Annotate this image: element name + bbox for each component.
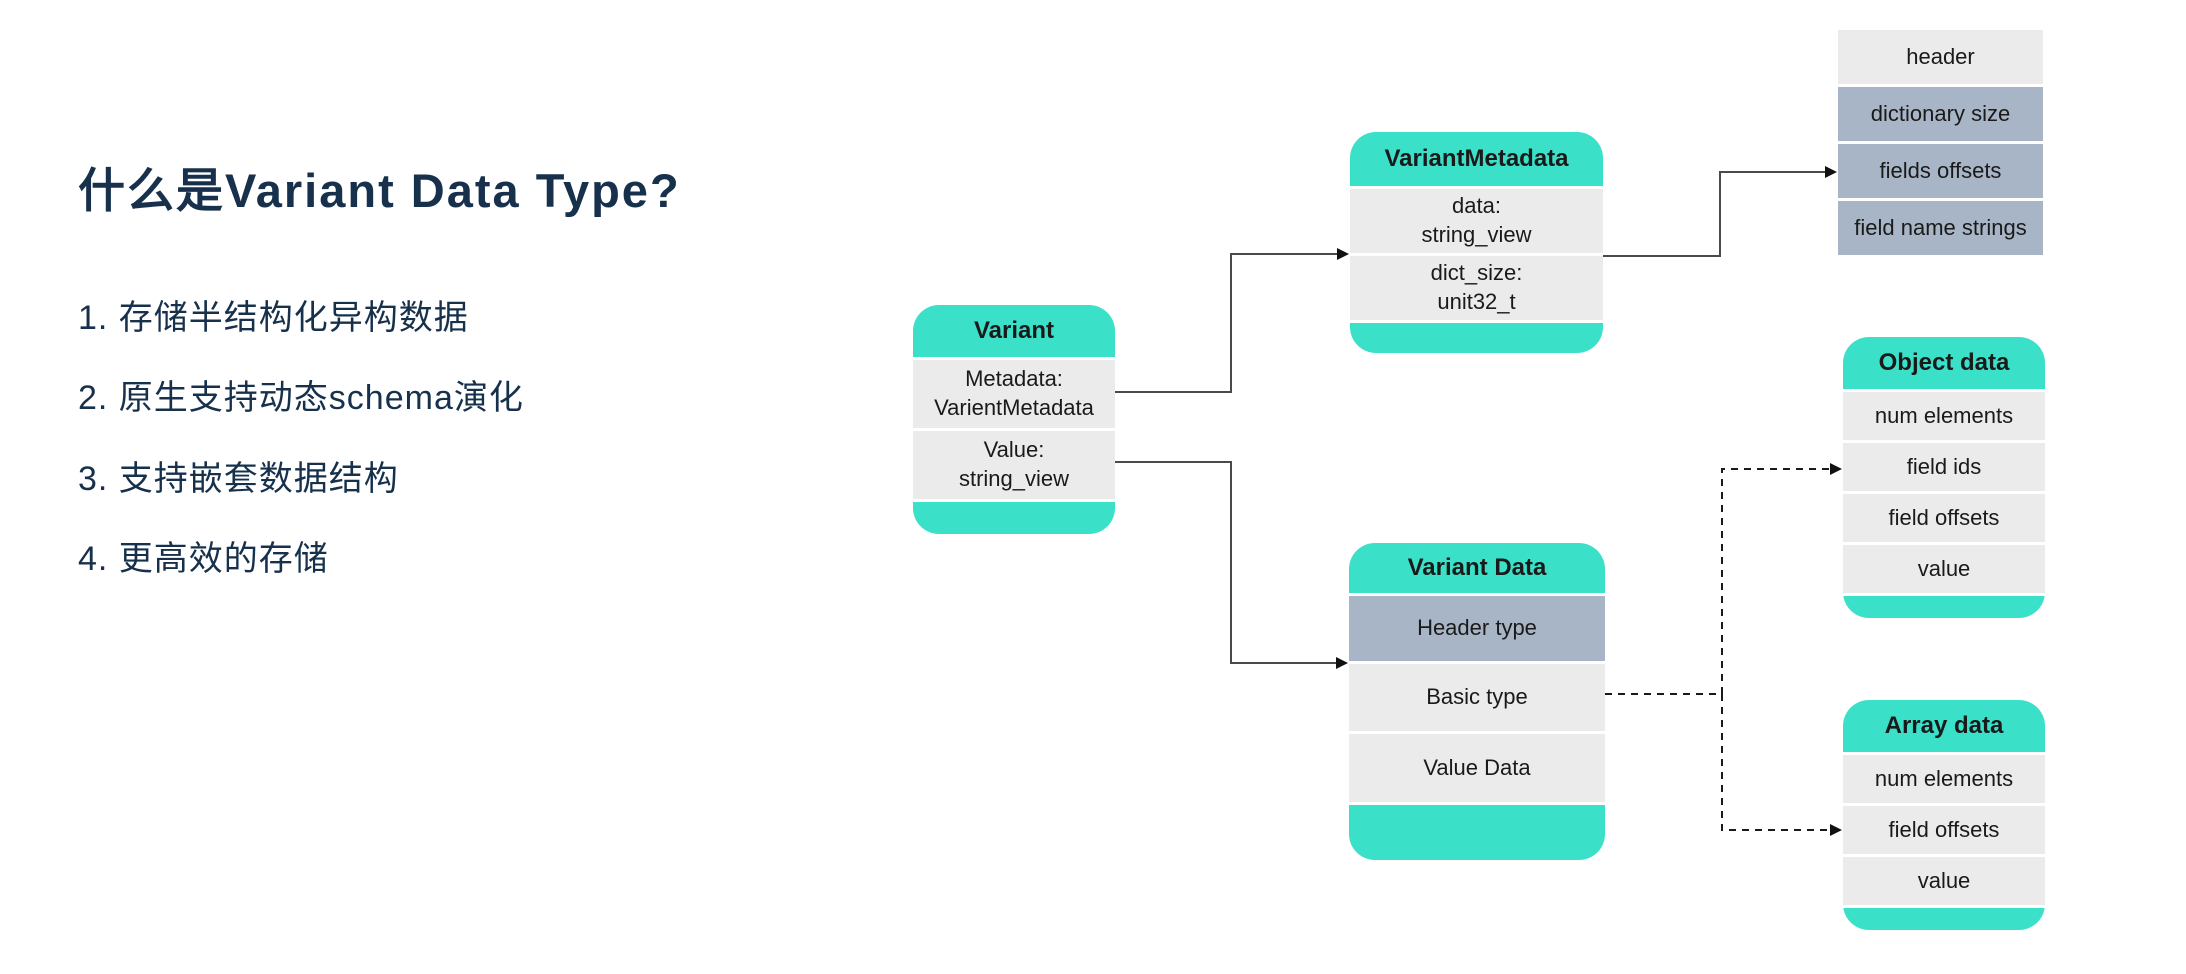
bullet-list: 1. 存储半结构化异构数据 2. 原生支持动态schema演化 3. 支持嵌套数…: [78, 299, 524, 622]
connector-variant-to-variantdata: [1115, 461, 1348, 669]
metadata-bytes-row-header: header: [1838, 30, 2043, 84]
connector-variant-to-metadata: [1115, 248, 1349, 393]
connector-basictype-to-arraydata: [1721, 694, 1842, 836]
page-title: 什么是Variant Data Type?: [78, 164, 681, 217]
object-data-row-value: value: [1843, 545, 2045, 593]
connector-metadata-to-bytes: [1603, 166, 1837, 257]
object-data-node-footer: [1843, 596, 2045, 618]
bullet-item-4: 4. 更高效的存储: [78, 540, 329, 579]
row-line: data:: [1452, 193, 1501, 219]
metadata-bytes-row-dictionary-size: dictionary size: [1838, 87, 2043, 141]
array-data-node-title: Array data: [1843, 700, 2045, 752]
variant-data-node: Variant Data Header type Basic type Valu…: [1349, 543, 1605, 860]
array-data-node-footer: [1843, 908, 2045, 930]
bullet-item-3: 3. 支持嵌套数据结构: [78, 459, 399, 498]
array-data-row-num-elements: num elements: [1843, 755, 2045, 803]
variant-data-node-title: Variant Data: [1349, 543, 1605, 593]
row-line: unit32_t: [1437, 289, 1516, 314]
row-line: string_view: [958, 466, 1070, 491]
variant-node-row-metadata: Metadata: VarientMetadata: [913, 360, 1115, 428]
object-data-node-title: Object data: [1843, 337, 2045, 389]
variant-node-footer: [913, 502, 1115, 534]
object-data-node: Object data num elements field ids field…: [1843, 337, 2045, 618]
variant-metadata-node-footer: [1350, 323, 1603, 353]
variant-node: Variant Metadata: VarientMetadata Value:…: [913, 305, 1115, 534]
connector-basictype-to-objectdata: [1605, 463, 1842, 695]
row-line: Metadata:: [965, 366, 1063, 392]
array-data-row-field-offsets: field offsets: [1843, 806, 2045, 854]
metadata-bytes-row-fields-offsets: fields offsets: [1838, 144, 2043, 198]
row-line: string_view: [1421, 222, 1532, 247]
variant-node-row-value: Value: string_view: [913, 431, 1115, 499]
row-line: dict_size:: [1430, 260, 1523, 286]
variant-metadata-node-title: VariantMetadata: [1350, 132, 1603, 186]
row-line: VarientMetadata: [934, 395, 1094, 420]
object-data-row-num-elements: num elements: [1843, 392, 2045, 440]
variant-metadata-node-row-data: data: string_view: [1350, 189, 1603, 253]
array-data-row-value: value: [1843, 857, 2045, 905]
object-data-row-field-ids: field ids: [1843, 443, 2045, 491]
row-line: Value:: [983, 437, 1045, 463]
metadata-bytes-row-field-name-strings: field name strings: [1838, 201, 2043, 255]
variant-data-row-value-data: Value Data: [1349, 734, 1605, 802]
array-data-node: Array data num elements field offsets va…: [1843, 700, 2045, 930]
variant-data-node-footer: [1349, 805, 1605, 860]
variant-metadata-node-row-dict-size: dict_size: unit32_t: [1350, 256, 1603, 320]
bullet-item-1: 1. 存储半结构化异构数据: [78, 299, 469, 337]
variant-data-row-basic-type: Basic type: [1349, 664, 1605, 731]
metadata-bytes-node: header dictionary size fields offsets fi…: [1838, 30, 2043, 255]
object-data-row-field-offsets: field offsets: [1843, 494, 2045, 542]
variant-data-row-header-type: Header type: [1349, 596, 1605, 661]
variant-node-title: Variant: [913, 305, 1115, 357]
variant-metadata-node: VariantMetadata data: string_view dict_s…: [1350, 132, 1603, 353]
bullet-item-2: 2. 原生支持动态schema演化: [78, 379, 524, 418]
